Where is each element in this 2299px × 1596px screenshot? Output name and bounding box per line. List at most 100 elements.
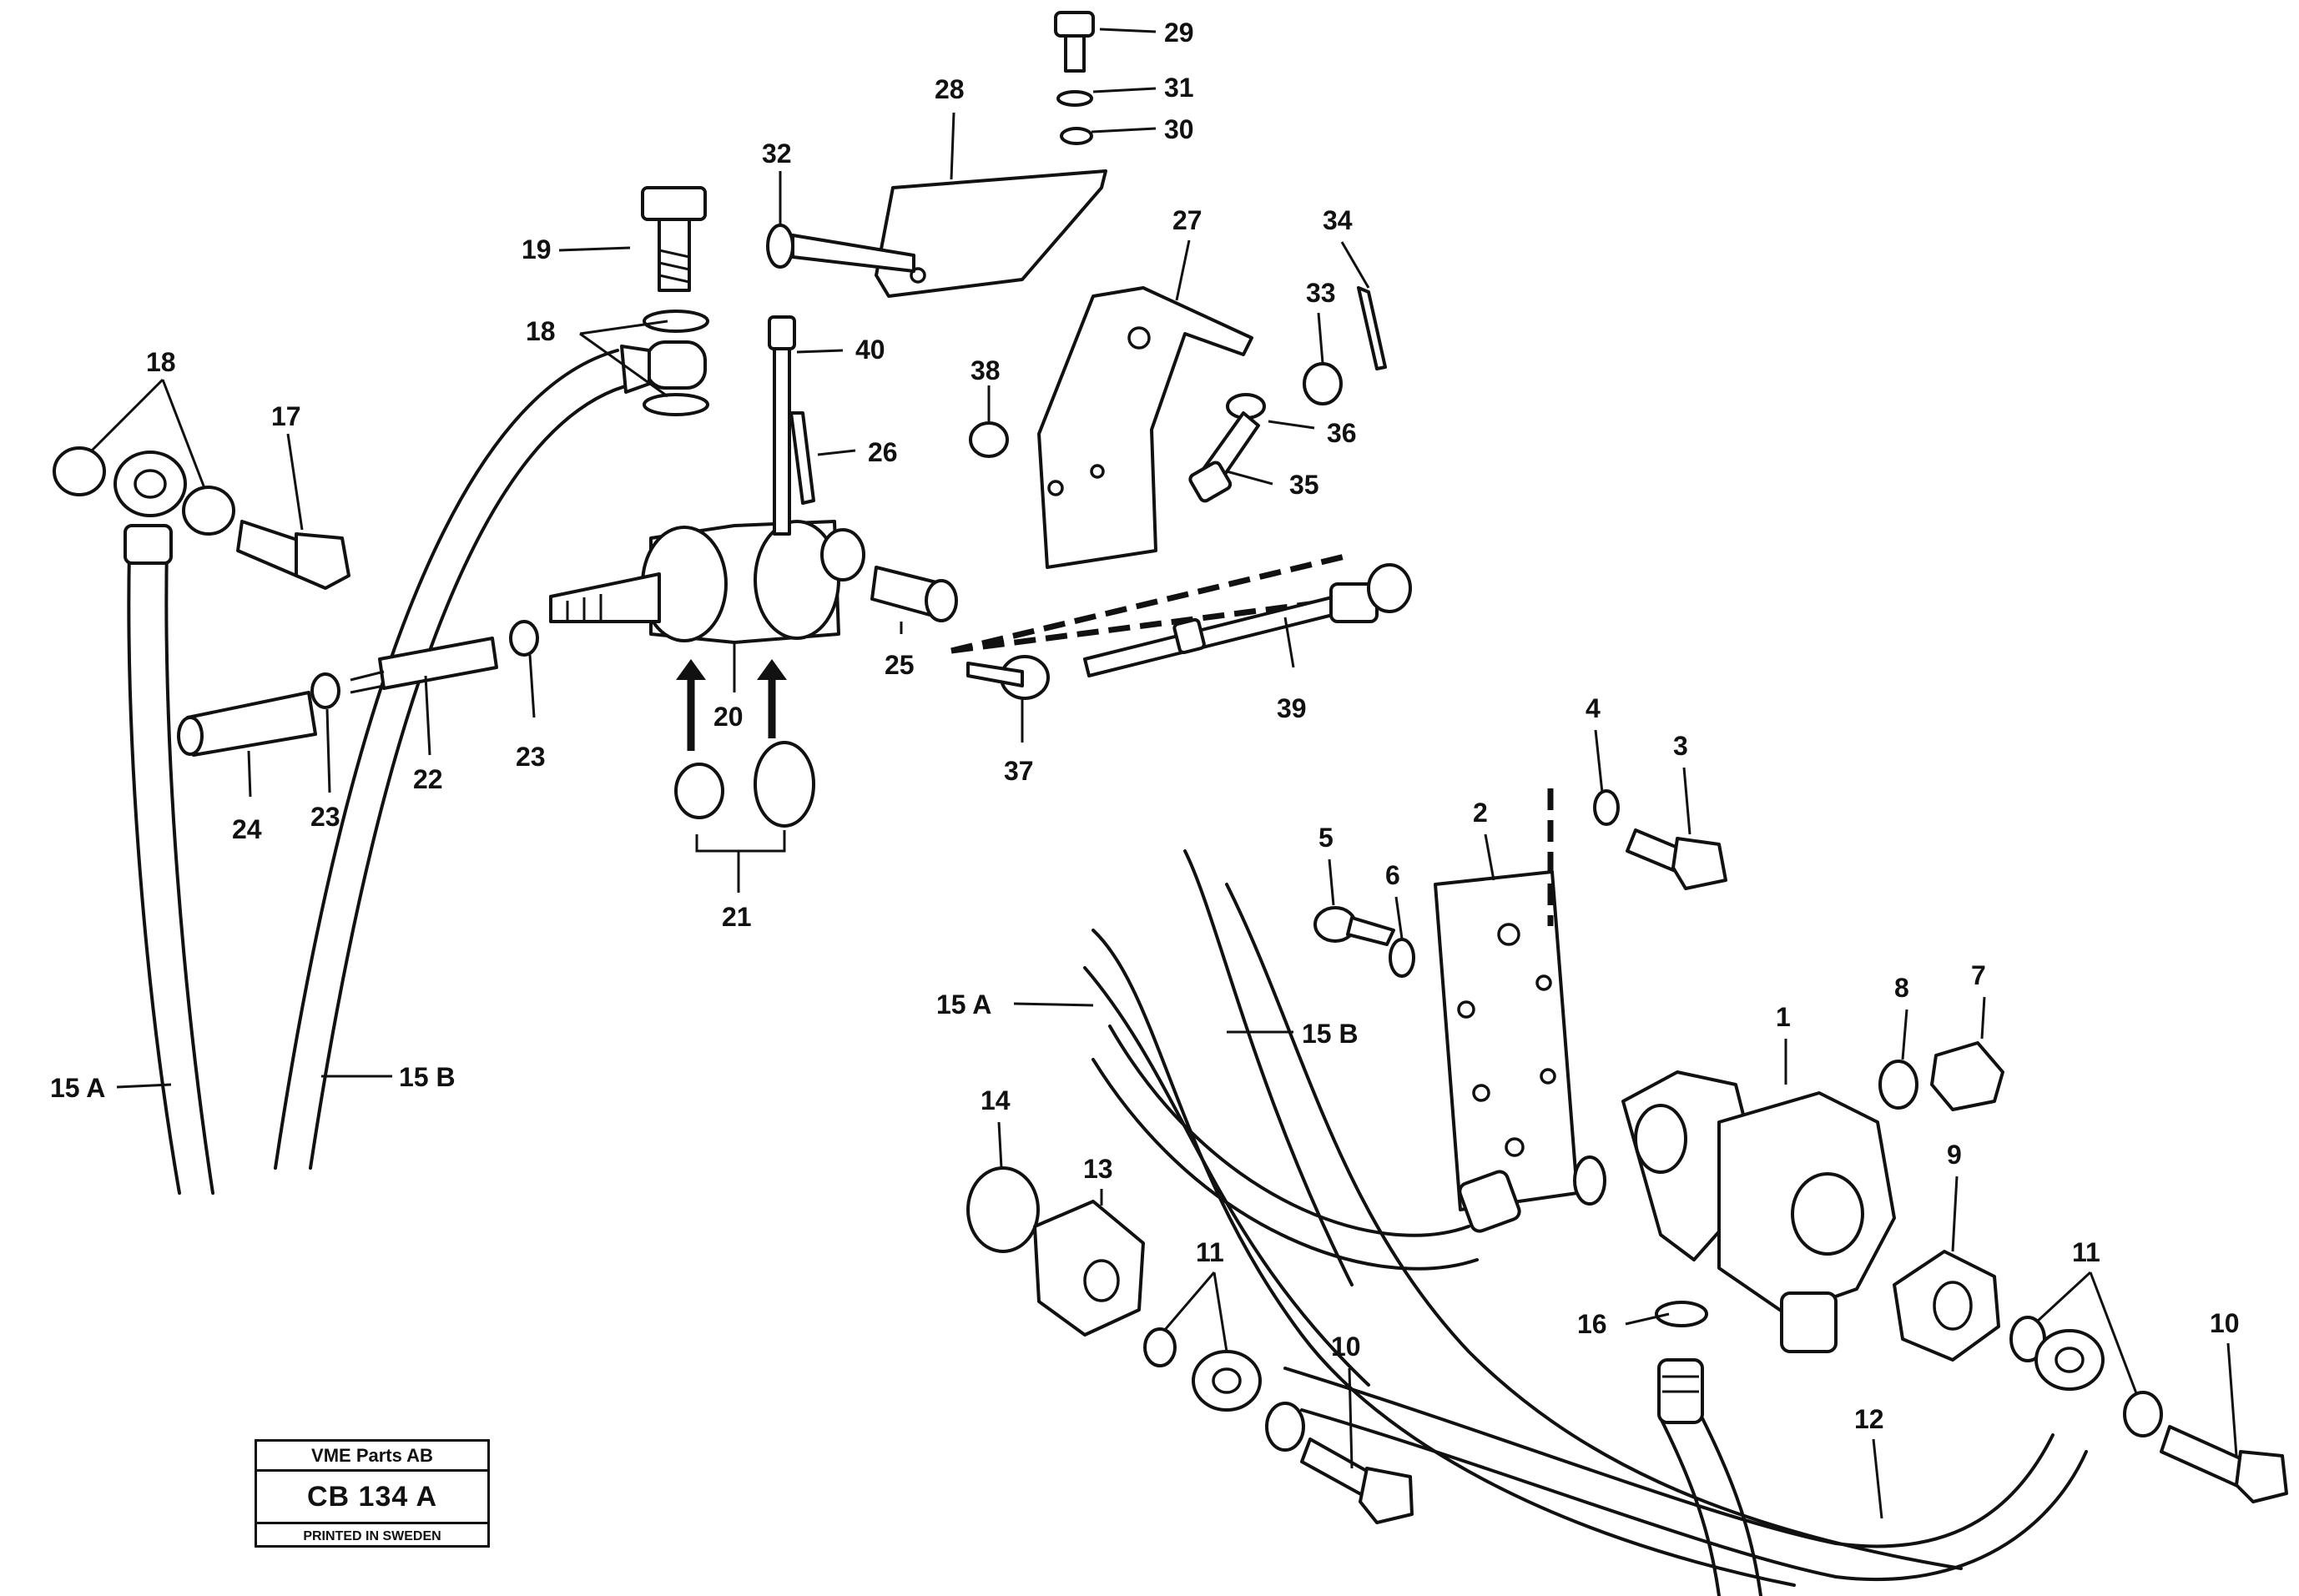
callout-6: 6 — [1385, 860, 1400, 890]
callout-11-right: 11 — [2072, 1237, 2100, 1267]
cotter-pin-26 — [789, 411, 815, 505]
callout-25: 25 — [885, 650, 915, 680]
bolt-5 — [1313, 906, 1395, 946]
diagram-code: CB 134 A — [257, 1472, 487, 1524]
washer-18-left-a — [53, 446, 106, 496]
callout-15b-left: 15 B — [399, 1062, 456, 1092]
callout-26: 26 — [868, 437, 898, 467]
callout-3: 3 — [1673, 731, 1688, 761]
nut-9 — [1893, 1250, 2000, 1362]
hose-15a-left — [124, 524, 214, 1195]
washer-4 — [1593, 789, 1620, 826]
bracket-plate-2 — [1434, 870, 1579, 1211]
washer-11-right-b — [2123, 1391, 2163, 1437]
callout-7: 7 — [1971, 960, 1986, 990]
callout-24: 24 — [232, 814, 262, 844]
callout-1: 1 — [1776, 1002, 1791, 1032]
sleeve-24 — [177, 691, 317, 757]
washer-11-left-b — [1265, 1402, 1305, 1452]
callout-15a-mid: 15 A — [936, 989, 991, 1020]
bolt-3 — [1626, 828, 1727, 890]
callout-16: 16 — [1577, 1309, 1607, 1339]
washer-18-top — [643, 310, 709, 333]
title-block: VME Parts AB CB 134 A PRINTED IN SWEDEN — [255, 1439, 490, 1548]
plug-7 — [1930, 1041, 2004, 1111]
flow-arrows — [676, 659, 787, 751]
rod-end-37 — [966, 655, 1050, 700]
hose-to-valve — [1092, 1025, 1479, 1271]
valve-body-20 — [549, 520, 865, 644]
callout-34: 34 — [1323, 205, 1353, 235]
callout-4: 4 — [1586, 693, 1601, 723]
callout-23-right: 23 — [516, 742, 546, 772]
banjo-bolt-19 — [641, 186, 707, 292]
nut-38 — [969, 421, 1009, 458]
banjo-bolt-17 — [236, 520, 350, 590]
callout-31: 31 — [1164, 73, 1194, 103]
rod-22 — [350, 637, 498, 694]
hose-15a-mid — [1092, 849, 1796, 1587]
nut-23-left — [310, 672, 340, 709]
callout-39: 39 — [1277, 693, 1307, 723]
callout-14: 14 — [981, 1085, 1011, 1115]
hose-fitting-right — [1458, 1170, 1521, 1233]
callout-22: 22 — [413, 764, 443, 794]
hose-12 — [1283, 1367, 2088, 1596]
hose-15b-left — [274, 349, 636, 1170]
callout-11-left: 11 — [1196, 1237, 1224, 1267]
washer-11-left-a — [1143, 1327, 1177, 1367]
callout-8: 8 — [1894, 973, 1909, 1003]
callout-32: 32 — [762, 138, 792, 169]
bracket-27 — [1037, 286, 1253, 569]
washer-8 — [1878, 1060, 1918, 1110]
washer-6 — [1389, 938, 1415, 978]
callout-15b-mid: 15 B — [1302, 1019, 1359, 1049]
callout-40: 40 — [855, 335, 885, 365]
banjo-18-left — [113, 451, 187, 517]
callout-30: 30 — [1164, 114, 1194, 144]
banjo-11-left — [1192, 1350, 1262, 1412]
callout-23-left: 23 — [310, 802, 340, 832]
seal-21a — [674, 763, 724, 819]
bolt-29 — [1054, 11, 1095, 73]
callout-27: 27 — [1172, 205, 1202, 235]
bracket-28 — [875, 169, 1107, 298]
washer-16 — [1573, 1155, 1606, 1206]
callout-5: 5 — [1318, 823, 1334, 853]
plug-13 — [1033, 1200, 1145, 1337]
valve-1 — [1621, 1070, 1896, 1353]
hose-fitting-lower — [1657, 1358, 1704, 1424]
callout-37: 37 — [1004, 756, 1034, 786]
banjo-fitting-18 — [620, 340, 707, 394]
washer-18-bottom — [643, 393, 709, 416]
washer-30 — [1060, 127, 1093, 145]
printed-note: PRINTED IN SWEDEN — [303, 1529, 441, 1543]
callout-17: 17 — [271, 401, 301, 431]
callout-19: 19 — [522, 234, 552, 264]
callout-12: 12 — [1854, 1404, 1884, 1434]
bolt-10-left — [1300, 1437, 1414, 1524]
callout-38: 38 — [971, 355, 1001, 385]
cable-dash-upper — [950, 551, 1353, 654]
callout-15a-left: 15 A — [50, 1073, 105, 1103]
callout-18-upper: 18 — [526, 316, 556, 346]
callout-35: 35 — [1289, 470, 1319, 500]
callout-21: 21 — [722, 902, 752, 932]
callout-20: 20 — [713, 702, 744, 732]
callout-labels: 29 31 30 28 32 27 34 33 19 18 40 38 36 1… — [50, 18, 2240, 1434]
company-name: VME Parts AB — [257, 1442, 487, 1472]
washer-18-left-b — [182, 486, 235, 536]
callout-2: 2 — [1473, 798, 1488, 828]
callout-9: 9 — [1947, 1140, 1962, 1170]
callout-33: 33 — [1306, 278, 1336, 308]
callout-29: 29 — [1164, 18, 1194, 48]
bolt-35 — [1188, 411, 1260, 503]
fitting-40 — [768, 315, 796, 536]
leader-lines — [90, 28, 2238, 1519]
washer-33 — [1303, 362, 1343, 405]
bolt-10-right — [2160, 1425, 2288, 1503]
washer-16-lower — [1655, 1301, 1708, 1327]
callout-10-left: 10 — [1331, 1332, 1361, 1362]
